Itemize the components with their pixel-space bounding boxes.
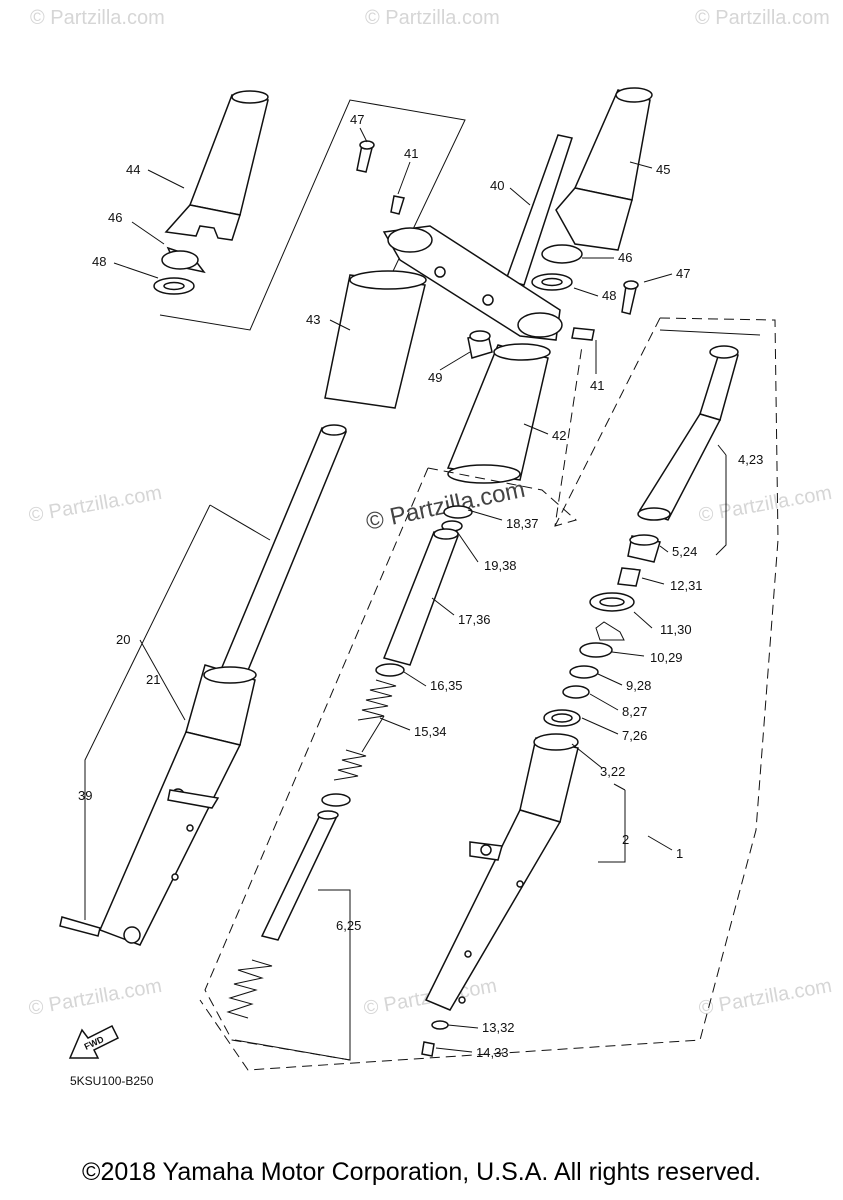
part-label: 46 [108,210,122,225]
part-label: 20 [116,632,130,647]
watermark: © Partzilla.com [30,7,165,29]
part-fork-leg-right [424,733,579,1011]
part-label: 43 [306,312,320,327]
part-label: 5,24 [672,544,697,559]
part-label: 40 [490,178,504,193]
part-label: 16,35 [430,678,463,693]
part-fork-leg-left [98,424,348,946]
watermark: © Partzilla.com [697,482,834,527]
part-label: 1 [676,846,683,861]
part-label: 46 [618,250,632,265]
part-label: 10,29 [650,650,683,665]
part-tube-42 [446,343,551,484]
watermark: © Partzilla.com [695,7,830,29]
part-label: 13,32 [482,1020,515,1035]
part-label: 47 [676,266,690,281]
copyright-notice: ©2018 Yamaha Motor Corporation, U.S.A. A… [82,1158,761,1186]
part-label: 11,30 [660,622,692,637]
part-labels: 47 41 40 45 44 46 46 48 48 47 43 41 49 4… [78,112,763,1060]
part-label: 41 [590,378,604,393]
part-label: 3,22 [600,764,625,779]
part-label: 42 [552,428,566,443]
part-label: 14,33 [476,1045,509,1060]
part-fork-cover-right [531,87,653,291]
part-label: 41 [404,146,418,161]
part-label: 45 [656,162,670,177]
watermark: © Partzilla.com [27,482,164,527]
part-label: 49 [428,370,442,385]
part-label: 8,27 [622,704,647,719]
part-fork-cover-left [153,90,269,295]
diagram-code: 5KSU100-B250 [70,1074,154,1088]
part-label: 47 [350,112,364,127]
part-label: 18,37 [506,516,539,531]
part-label: 39 [78,788,92,803]
part-spring-upper [333,679,397,781]
watermark: © Partzilla.com [697,975,834,1020]
part-label: 15,34 [414,724,447,739]
part-label: 6,25 [336,918,361,933]
part-label: 44 [126,162,140,177]
part-label: 12,31 [670,578,703,593]
part-label: 2 [622,832,629,847]
part-label: 17,36 [458,612,491,627]
part-label: 21 [146,672,160,687]
part-tube-43 [324,270,427,409]
part-label: 48 [602,288,616,303]
fwd-arrow-icon: FWD [68,1024,120,1059]
part-label: 4,23 [738,452,763,467]
part-steering-stem [382,134,573,341]
part-label: 19,38 [484,558,517,573]
part-label: 7,26 [622,728,647,743]
part-label: 48 [92,254,106,269]
watermark: © Partzilla.com [365,7,500,29]
leader-lines [113,127,673,1053]
watermark: © Partzilla.com [27,975,164,1020]
part-label: 9,28 [626,678,651,693]
